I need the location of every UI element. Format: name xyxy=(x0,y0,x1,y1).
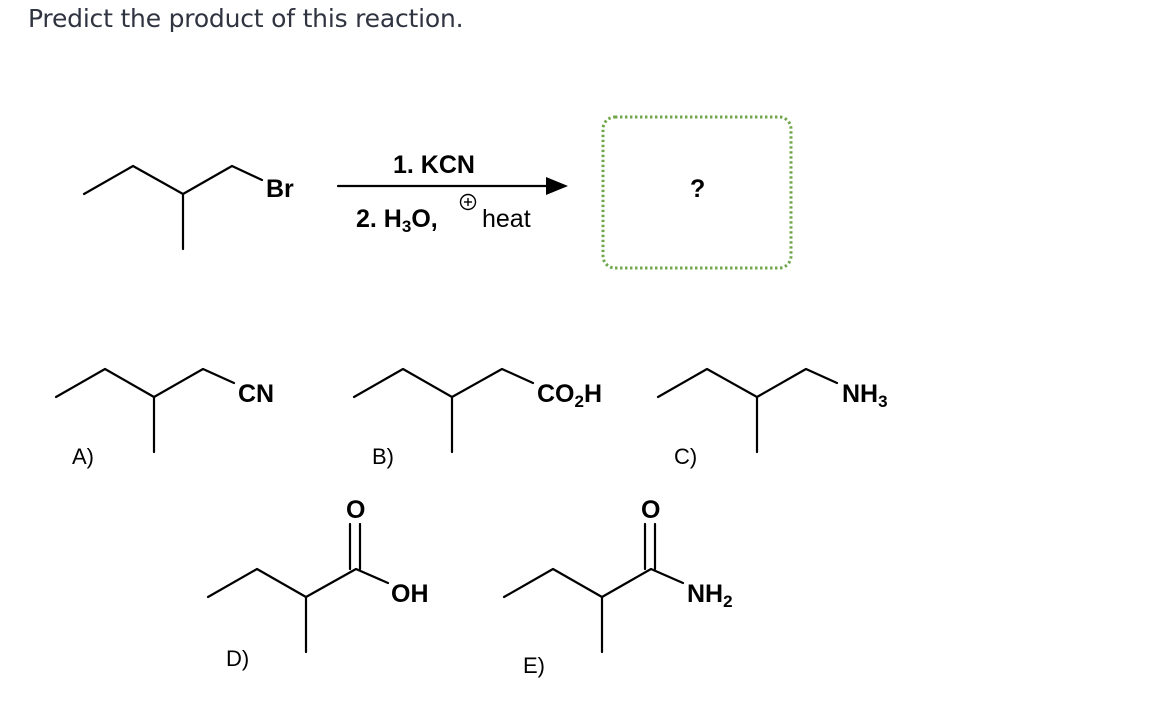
option-b[interactable]: CO2H B) xyxy=(352,367,602,469)
option-a-chain xyxy=(54,367,236,399)
option-c-group-subscript: 3 xyxy=(878,392,887,411)
option-c-group-main: NH xyxy=(842,380,878,408)
option-a-group: CN xyxy=(238,380,274,408)
question-text: Predict the product of this reaction. xyxy=(28,4,464,33)
heat-label: heat xyxy=(482,205,531,233)
option-e-carbonyl-oxygen: O xyxy=(641,496,660,524)
product-box[interactable]: ? xyxy=(601,115,793,270)
reaction-arrow-head xyxy=(546,177,568,195)
step2-ion: O xyxy=(411,205,430,233)
option-a[interactable]: CN A) xyxy=(54,367,274,469)
option-c-chain xyxy=(656,367,839,399)
product-box-border[interactable] xyxy=(601,115,793,270)
step2-separator: , xyxy=(431,205,438,233)
option-b-group: CO2H xyxy=(537,380,602,411)
bromine-label: Br xyxy=(266,175,294,203)
step2-prefix: 2. H xyxy=(356,205,402,233)
option-b-label[interactable]: B) xyxy=(372,444,394,469)
option-e-chain xyxy=(502,567,685,599)
option-d-carbonyl-oxygen: O xyxy=(346,496,365,524)
product-placeholder: ? xyxy=(690,175,705,203)
option-c[interactable]: NH3 C) xyxy=(656,367,888,469)
step2-label: 2. H3O, xyxy=(356,205,438,236)
option-e-label[interactable]: E) xyxy=(523,653,545,678)
option-a-label[interactable]: A) xyxy=(72,444,94,469)
option-b-group-end: H xyxy=(584,380,602,408)
option-d-group: OH xyxy=(391,580,429,608)
option-d-label[interactable]: D) xyxy=(226,646,249,671)
starting-material-chain xyxy=(82,164,264,196)
option-e-group: NH2 xyxy=(687,580,733,611)
option-c-group: NH3 xyxy=(842,380,888,411)
step1-label: 1. KCN xyxy=(393,151,475,179)
option-e-group-main: NH xyxy=(687,580,723,608)
starting-material: Br xyxy=(82,164,294,251)
option-b-group-main: CO xyxy=(537,380,575,408)
option-e[interactable]: O NH2 E) xyxy=(502,496,733,678)
option-c-label[interactable]: C) xyxy=(674,444,697,469)
option-b-chain xyxy=(352,367,535,399)
option-d-chain xyxy=(206,567,390,599)
reaction-conditions: 1. KCN 2. H3O, heat xyxy=(336,151,568,236)
option-d[interactable]: O OH D) xyxy=(206,496,429,671)
option-b-group-subscript: 2 xyxy=(575,392,584,411)
option-e-group-subscript: 2 xyxy=(723,592,732,611)
step2-subscript: 3 xyxy=(402,217,411,236)
